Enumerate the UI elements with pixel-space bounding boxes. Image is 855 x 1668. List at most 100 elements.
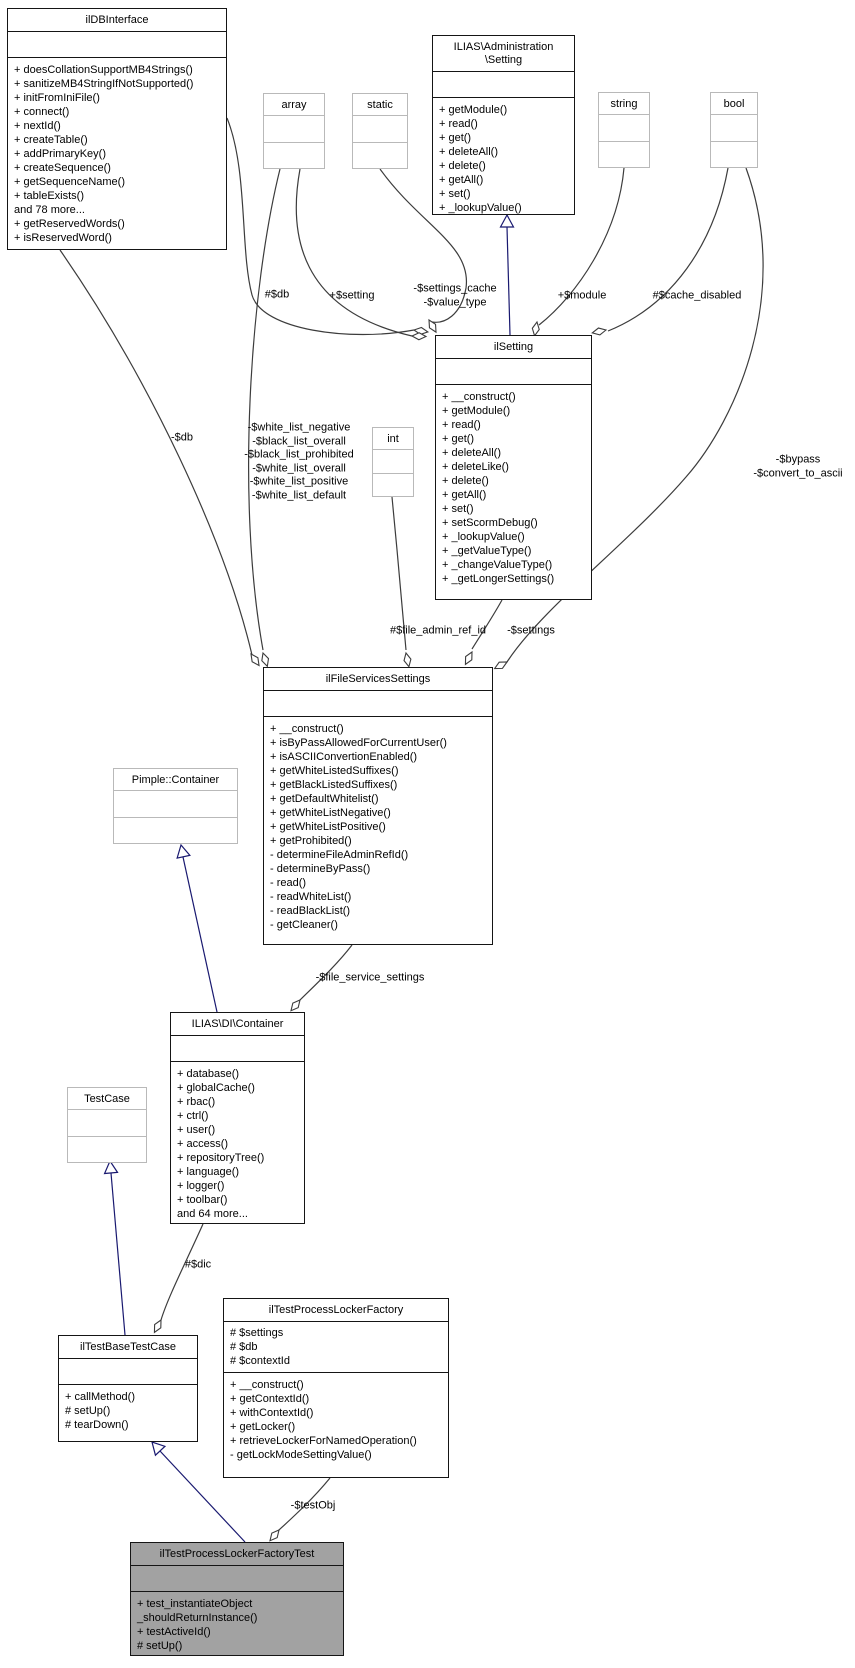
empty-compartment (353, 143, 407, 169)
empty-compartment (68, 1110, 146, 1137)
edge-aggregation-white-lists-array (248, 168, 281, 651)
attributes-compartment (436, 359, 591, 385)
edge-label-module: +$module (557, 289, 607, 302)
edge-inheritance-ilsetting-adminsetting (506, 226, 511, 336)
diamond-dic (153, 1318, 162, 1334)
type-array: array (263, 93, 325, 169)
diamond-file-service-settings (290, 999, 301, 1012)
type-static: static (352, 93, 408, 169)
class-title: ILIAS\Administration \Setting (433, 36, 574, 72)
edge-aggregation-settings-cache-static (379, 168, 467, 323)
edge-label-db-ilsetting: #$db (264, 288, 290, 301)
edge-label-bypass: -$bypass -$convert_to_ascii (753, 453, 843, 480)
arrowhead-pimple (176, 843, 191, 859)
type-title: int (373, 428, 413, 450)
empty-compartment (114, 791, 237, 818)
edge-aggregation-bypass-bool (506, 167, 764, 663)
methods-compartment: + callMethod() # setUp() # tearDown() (65, 1391, 136, 1431)
attributes-compartment (131, 1566, 343, 1592)
class-title: ILIAS\DI\Container (171, 1013, 304, 1036)
class-title: ilDBInterface (8, 9, 226, 32)
edge-label-testobj: -$testObj (290, 1499, 336, 1512)
attributes-compartment (264, 691, 492, 717)
class-pimple-container: Pimple::Container (113, 768, 238, 844)
methods-compartment: + getModule() + read() + get() + deleteA… (439, 104, 522, 214)
edge-aggregation-db-to-fss (59, 249, 253, 656)
edge-label-file-service-settings: -$file_service_settings (315, 971, 425, 984)
diamond-cache-disabled (591, 327, 608, 336)
diamond-white-lists (261, 651, 270, 668)
diamond-settings-fss (464, 650, 473, 666)
type-int: int (372, 427, 414, 497)
arrowhead-testcase (103, 1159, 119, 1175)
empty-compartment (353, 116, 407, 143)
methods-compartment: + __construct() + getModule() + read() +… (442, 391, 555, 585)
edge-inheritance-factorytest-basetestcase (159, 1450, 246, 1543)
edge-aggregation-testobj (278, 1477, 331, 1531)
edge-label-cache-disabled: #$cache_disabled (652, 289, 742, 302)
empty-compartment (373, 450, 413, 474)
methods-compartment: + __construct() + isByPassAllowedForCurr… (270, 723, 447, 931)
attributes-compartment (59, 1359, 197, 1385)
edge-aggregation-file-service-settings (299, 944, 353, 1001)
type-title: array (264, 94, 324, 116)
diamond-db-fss (250, 652, 260, 667)
edge-inheritance-basetestcase-testcase (110, 1172, 126, 1336)
edge-label-white-lists: -$white_list_negative -$black_list_overa… (244, 421, 354, 502)
attributes-compartment (433, 72, 574, 98)
class-ilias-administration-setting: ILIAS\Administration \Setting + getModul… (432, 35, 575, 215)
class-testcase: TestCase (67, 1087, 147, 1163)
empty-compartment (68, 1137, 146, 1163)
attributes-compartment (8, 32, 226, 58)
diamond-file-admin-ref-id (403, 651, 412, 668)
diamond-setting (410, 332, 428, 341)
type-title: string (599, 93, 649, 115)
type-bool: bool (710, 92, 758, 168)
edge-label-db-fss: -$db (170, 431, 194, 444)
edge-aggregation-dic (160, 1223, 204, 1321)
class-ilfileservicessettings: ilFileServicesSettings + __construct() +… (263, 667, 493, 945)
edge-aggregation-cache-disabled-bool (607, 167, 729, 332)
edge-inheritance-container-pimple (182, 856, 218, 1013)
type-title: Pimple::Container (114, 769, 237, 791)
empty-compartment (599, 115, 649, 142)
edge-aggregation-db-to-ilsetting (226, 117, 415, 336)
class-title: ilTestProcessLockerFactoryTest (131, 1543, 343, 1566)
empty-compartment (711, 115, 757, 142)
class-title: ilTestBaseTestCase (59, 1336, 197, 1359)
empty-compartment (114, 818, 237, 844)
diamond-settings-cache (428, 318, 437, 334)
edge-aggregation-setting-array (295, 168, 413, 337)
methods-compartment: + database() + globalCache() + rbac() + … (177, 1068, 265, 1220)
edge-label-setting: +$setting (329, 289, 375, 302)
class-iltestprocesslockerfactory: ilTestProcessLockerFactory # $settings #… (223, 1298, 449, 1478)
empty-compartment (711, 142, 757, 168)
type-title: TestCase (68, 1088, 146, 1110)
class-title: ilFileServicesSettings (264, 668, 492, 691)
empty-compartment (373, 474, 413, 497)
type-title: bool (711, 93, 757, 115)
class-ilsetting: ilSetting + __construct() + getModule() … (435, 335, 592, 600)
arrowhead-basetestcase (151, 1441, 167, 1457)
diamond-bypass (493, 661, 509, 670)
class-ildbinterface: ilDBInterface + doesCollationSupportMB4S… (7, 8, 227, 250)
arrowhead-adminsetting (499, 213, 515, 228)
diamond-testobj (269, 1529, 280, 1542)
class-title: ilTestProcessLockerFactory (224, 1299, 448, 1322)
methods-compartment: + doesCollationSupportMB4Strings() + san… (14, 64, 194, 244)
type-title: static (353, 94, 407, 116)
class-ilias-di-container: ILIAS\DI\Container + database() + global… (170, 1012, 305, 1224)
type-string: string (598, 92, 650, 168)
attributes-compartment (171, 1036, 304, 1062)
edge-aggregation-file-admin-ref-id-int (391, 496, 407, 651)
edge-aggregation-module-string (538, 167, 625, 326)
class-iltestbasetestcase: ilTestBaseTestCase + callMethod() # setU… (58, 1335, 198, 1442)
class-iltestprocesslockerfactorytest: ilTestProcessLockerFactoryTest + test_in… (130, 1542, 344, 1656)
edge-label-settings: -$settings (507, 624, 555, 637)
empty-compartment (599, 142, 649, 168)
class-title: ilSetting (436, 336, 591, 359)
edge-label-settings-cache: -$settings_cache -$value_type (413, 282, 497, 309)
edge-label-dic: #$dic (184, 1258, 212, 1271)
